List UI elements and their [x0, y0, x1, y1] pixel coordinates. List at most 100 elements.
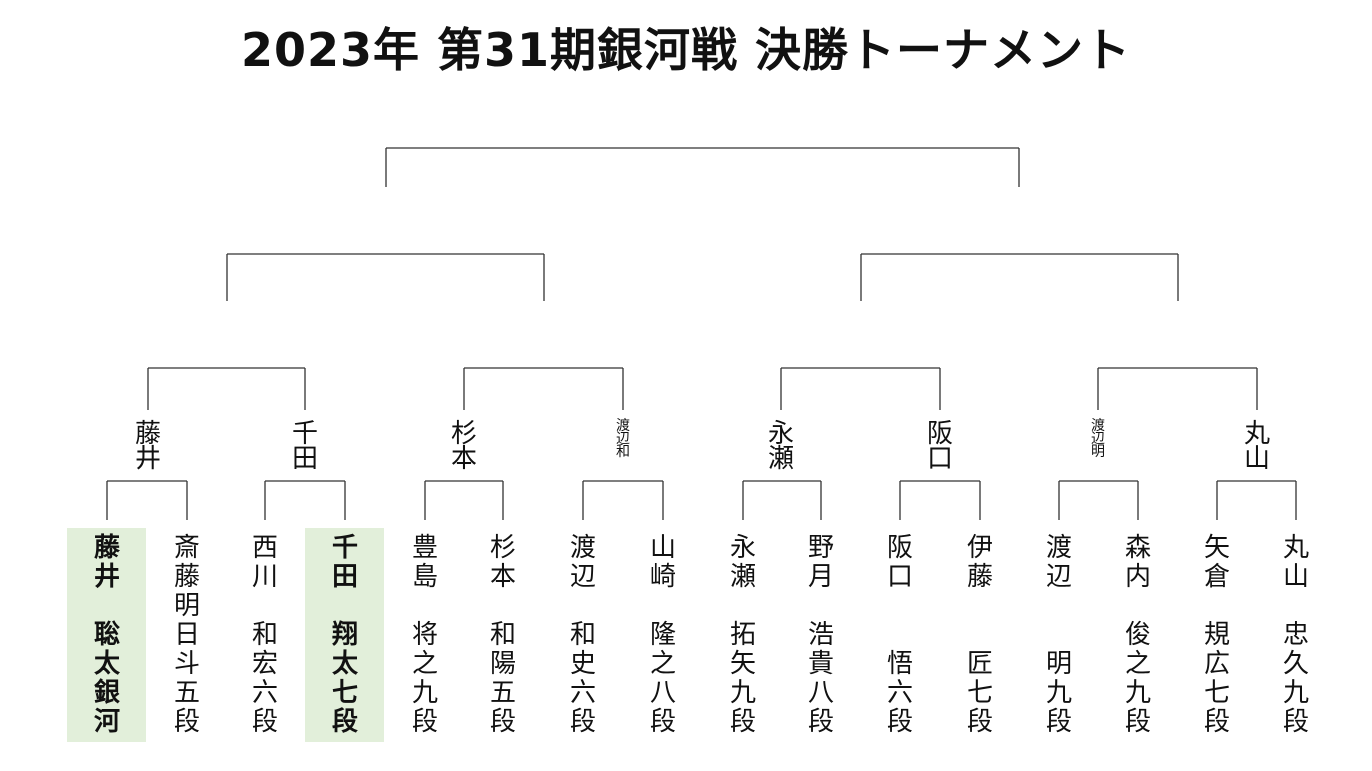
player-given-char: 拓 — [729, 620, 756, 650]
round2-winner-char: 田 — [291, 444, 318, 474]
round2-winner: 千田 — [285, 419, 325, 474]
player-given-char: 聡 — [93, 620, 120, 650]
player-family-char: 山 — [1282, 562, 1309, 592]
player-given-char — [1276, 592, 1316, 621]
round2-winner-char: 千 — [291, 419, 318, 449]
player-family-char: 丸 — [1282, 533, 1309, 563]
player-entry: 豊島 将之九段 — [405, 534, 445, 737]
player-entry: 渡辺 明九段 — [1039, 534, 1079, 737]
player-family-char: 渡 — [1045, 533, 1072, 563]
player-given-char: 段 — [1045, 707, 1072, 737]
round2-winner-char: 渡 — [1091, 418, 1105, 434]
player-given-char: 明 — [1045, 649, 1072, 679]
player-given-char — [880, 621, 920, 650]
round2-winner-char: 渡 — [616, 418, 630, 434]
player-given-char — [405, 592, 445, 621]
player-given-char: 日 — [173, 620, 200, 650]
player-given-char — [563, 592, 603, 621]
player-family-char: 杉 — [489, 533, 516, 563]
player-given-char: 九 — [411, 678, 438, 708]
player-family-char: 矢 — [1203, 533, 1230, 563]
player-family-char: 斎 — [173, 533, 200, 563]
round2-winner: 渡辺和 — [603, 418, 643, 459]
player-entry: 森内 俊之九段 — [1118, 534, 1158, 737]
player-family-char: 辺 — [569, 562, 596, 592]
player-entry: 矢倉 規広七段 — [1197, 534, 1237, 737]
round2-winner-char: 藤 — [134, 419, 161, 449]
player-given-char — [801, 592, 841, 621]
player-family-char: 田 — [331, 562, 358, 592]
player-given-char — [245, 592, 285, 621]
player-given-char — [1039, 621, 1079, 650]
player-given-char: 六 — [886, 678, 913, 708]
round2-winner-char: 口 — [926, 444, 953, 474]
round2-winner-char: 辺 — [616, 431, 630, 447]
player-given-char: 段 — [649, 707, 676, 737]
round2-winner-char: 瀬 — [767, 444, 794, 474]
player-given-char: 和 — [569, 620, 596, 650]
round2-winner: 杉本 — [444, 421, 484, 472]
player-family-char: 本 — [489, 562, 516, 592]
player-entry: 杉本 和陽五段 — [483, 534, 523, 737]
player-given-char — [1118, 592, 1158, 621]
player-family-char: 藤 — [966, 562, 993, 592]
player-given-char: 太 — [331, 649, 358, 679]
player-given-char: 俊 — [1124, 620, 1151, 650]
player-given-char — [1197, 592, 1237, 621]
player-entry: 斎藤明日斗五段 — [167, 534, 207, 737]
player-given-char: 陽 — [489, 649, 516, 679]
player-given-char — [325, 592, 365, 621]
player-given-char: 八 — [807, 678, 834, 708]
player-given-char: 九 — [1124, 678, 1151, 708]
player-given-char: 段 — [411, 707, 438, 737]
round2-winner-char: 阪 — [926, 419, 953, 449]
winner-highlight — [305, 528, 384, 742]
player-family-char: 阪 — [886, 533, 913, 563]
player-given-char: 規 — [1203, 620, 1230, 650]
player-given-char: 悟 — [886, 649, 913, 679]
player-given-char: 段 — [1124, 707, 1151, 737]
player-given-char: 匠 — [966, 649, 993, 679]
player-family-char: 伊 — [966, 533, 993, 563]
player-family-char: 内 — [1124, 562, 1151, 592]
player-entry: 千田 翔太七段 — [325, 534, 365, 737]
player-family-char: 瀬 — [729, 562, 756, 592]
player-entry: 丸山 忠久九段 — [1276, 534, 1316, 737]
player-given-char: 八 — [649, 678, 676, 708]
round2-winner-char: 明 — [1091, 444, 1105, 460]
player-entry: 藤井 聡太銀河 — [87, 534, 127, 737]
player-given-char: 段 — [251, 707, 278, 737]
player-given-char: 段 — [807, 707, 834, 737]
player-entry: 西川 和宏六段 — [245, 534, 285, 737]
player-given-char — [87, 592, 127, 621]
player-family-char: 永 — [729, 533, 756, 563]
player-given-char: 段 — [729, 707, 756, 737]
player-given-char: 七 — [966, 678, 993, 708]
player-given-char: 段 — [966, 707, 993, 737]
player-entry: 阪口 悟六段 — [880, 534, 920, 737]
player-family-char: 島 — [411, 562, 438, 592]
player-given-char: 明 — [173, 591, 200, 621]
player-given-char: 九 — [729, 678, 756, 708]
player-given-char: 斗 — [173, 649, 200, 679]
player-given-char: 九 — [1282, 678, 1309, 708]
round2-winner: 渡辺明 — [1078, 418, 1118, 460]
player-given-char: 九 — [1045, 678, 1072, 708]
round2-winner-char: 丸 — [1243, 419, 1270, 449]
player-given-char: 隆 — [649, 620, 676, 650]
player-given-char: 貴 — [807, 649, 834, 679]
player-given-char: 広 — [1203, 649, 1230, 679]
player-family-char: 井 — [93, 562, 120, 592]
round2-winner: 阪口 — [920, 419, 960, 474]
player-given-char: 段 — [173, 707, 200, 737]
player-family-char: 口 — [886, 562, 913, 592]
player-entry: 野月 浩貴八段 — [801, 534, 841, 737]
player-given-char: 七 — [331, 678, 358, 708]
player-given-char: 段 — [489, 707, 516, 737]
round2-winner-char: 辺 — [1091, 431, 1105, 447]
player-entry: 山崎 隆之八段 — [643, 534, 683, 737]
round2-winner-char: 井 — [134, 444, 161, 474]
player-family-char: 崎 — [649, 562, 676, 592]
round2-winner: 丸山 — [1237, 419, 1277, 472]
